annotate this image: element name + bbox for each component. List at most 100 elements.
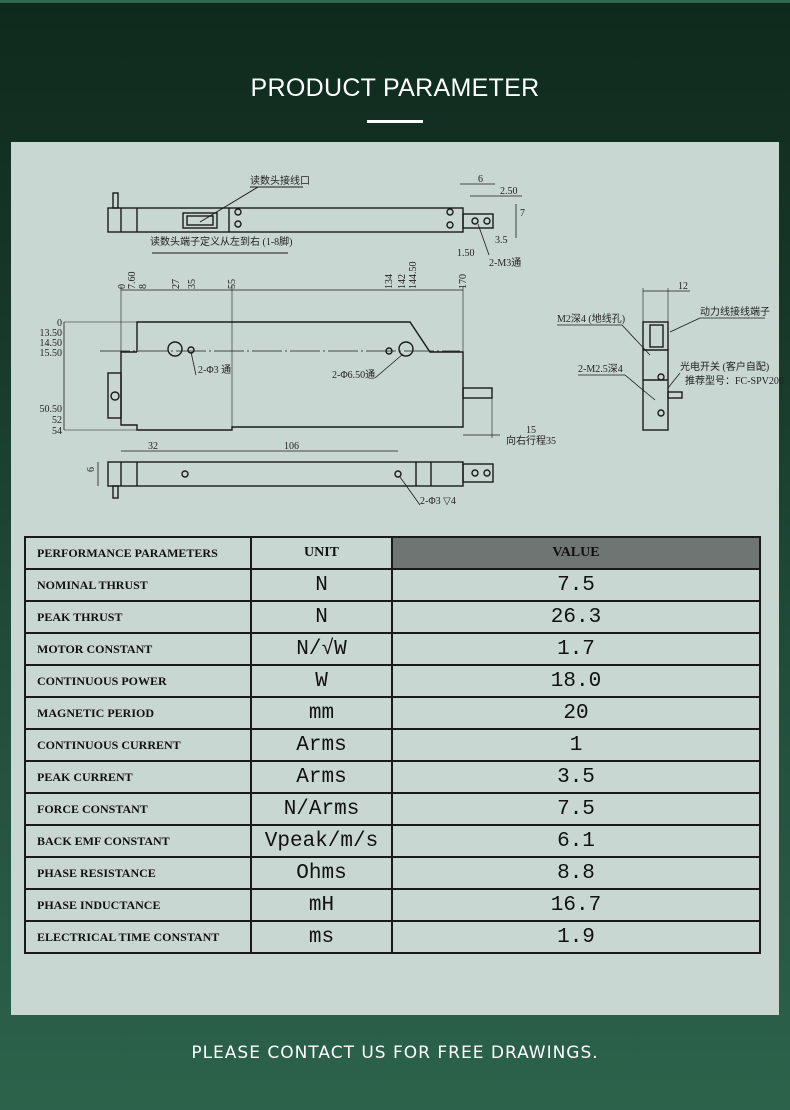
power-terminal-label: 动力线接线端子 — [700, 305, 770, 318]
value-cell: 7.5 — [391, 568, 761, 602]
dim-label: 50.50 — [40, 404, 63, 415]
dim-label: 14.50 — [40, 338, 63, 349]
dim-label: 13.50 — [40, 328, 63, 339]
dim-label: 12 — [678, 281, 688, 292]
dim-label: 3.5 — [495, 235, 508, 246]
bottom-view — [97, 450, 494, 506]
table-header-row: PERFORMANCE PARAMETERS UNIT VALUE — [24, 536, 761, 570]
dim-label: 170 — [458, 274, 469, 289]
dim-label: 32 — [148, 441, 158, 452]
unit-cell: Vpeak/m/s — [250, 824, 393, 858]
front-view — [63, 286, 500, 438]
performance-table: PERFORMANCE PARAMETERS UNIT VALUE NOMINA… — [24, 536, 761, 954]
dim-label: 8 — [138, 284, 149, 289]
dim-label: 144.50 — [408, 262, 419, 290]
param-cell: NOMINAL THRUST — [24, 568, 252, 602]
unit-cell: mH — [250, 888, 393, 922]
unit-cell: N — [250, 568, 393, 602]
mount-holes-label: 2-M2.5深4 — [578, 363, 623, 375]
tab-holes-label: 2-M3通 — [489, 257, 521, 269]
pin-order-label: 读数头端子定义从左到右 (1-8脚) — [150, 235, 293, 248]
dim-label: 7.60 — [127, 272, 138, 290]
value-cell: 20 — [391, 696, 761, 730]
sensor-model-label: 推荐型号：FC-SPV206 — [685, 374, 784, 387]
reader-port-label: 读数头接线口 — [250, 174, 310, 187]
value-cell: 8.8 — [391, 856, 761, 890]
dim-label: 106 — [284, 441, 299, 452]
unit-cell: Ohms — [250, 856, 393, 890]
param-cell: ELECTRICAL TIME CONSTANT — [24, 920, 252, 954]
param-cell: PEAK CURRENT — [24, 760, 252, 794]
dim-label: 52 — [52, 415, 62, 426]
param-cell: BACK EMF CONSTANT — [24, 824, 252, 858]
param-cell: PEAK THRUST — [24, 600, 252, 634]
dim-label: 7 — [520, 208, 525, 219]
value-cell: 1 — [391, 728, 761, 762]
ground-hole-label: M2深4 (地线孔) — [557, 312, 625, 325]
header-value: VALUE — [391, 536, 761, 570]
technical-drawing: 读数头接线口 读数头端子定义从左到右 (1-8脚) 6 2.50 7 3.5 1… — [40, 174, 784, 507]
dim-label: 6 — [86, 467, 97, 472]
param-cell: CONTINUOUS POWER — [24, 664, 252, 698]
header-parameters: PERFORMANCE PARAMETERS — [24, 536, 252, 570]
value-cell: 7.5 — [391, 792, 761, 826]
dim-label: 15.50 — [40, 348, 63, 359]
param-cell: CONTINUOUS CURRENT — [24, 728, 252, 762]
side-view — [557, 288, 765, 431]
value-cell: 6.1 — [391, 824, 761, 858]
top-accent-line — [0, 0, 790, 3]
dim-label: 54 — [52, 426, 62, 437]
stroke-dim: 15 — [526, 425, 536, 436]
param-cell: FORCE CONSTANT — [24, 792, 252, 826]
dim-label: 6 — [478, 174, 483, 185]
bottom-hole-label: 2-Φ3 ▽4 — [420, 496, 456, 507]
unit-cell: W — [250, 664, 393, 698]
dim-label: 2.50 — [500, 186, 518, 197]
unit-cell: N — [250, 600, 393, 634]
value-cell: 26.3 — [391, 600, 761, 634]
page-title: PRODUCT PARAMETER — [250, 74, 540, 102]
value-cell: 1.9 — [391, 920, 761, 954]
param-cell: MAGNETIC PERIOD — [24, 696, 252, 730]
dim-label: 1.50 — [457, 248, 475, 259]
unit-cell: N/√W — [250, 632, 393, 666]
contact-footer: PLEASE CONTACT US FOR FREE DRAWINGS. — [191, 1043, 599, 1063]
top-view — [107, 183, 522, 256]
stroke-label: 向右行程35 — [506, 434, 556, 447]
title-underline — [367, 120, 423, 123]
unit-cell: Arms — [250, 760, 393, 794]
header-unit: UNIT — [250, 536, 393, 570]
value-cell: 18.0 — [391, 664, 761, 698]
dim-label: 35 — [187, 279, 198, 289]
hole-small-label: 2-Φ3 通 — [198, 364, 231, 376]
sensor-label: 光电开关 (客户自配) — [680, 360, 769, 373]
unit-cell: mm — [250, 696, 393, 730]
value-cell: 16.7 — [391, 888, 761, 922]
unit-cell: N/Arms — [250, 792, 393, 826]
dim-label: 55 — [227, 279, 238, 289]
hole-large-label: 2-Φ6.50通 — [332, 369, 375, 381]
value-cell: 1.7 — [391, 632, 761, 666]
dim-label: 134 — [384, 274, 395, 289]
unit-cell: Arms — [250, 728, 393, 762]
param-cell: PHASE RESISTANCE — [24, 856, 252, 890]
dim-label: 27 — [171, 279, 182, 289]
dim-label: 0 — [117, 284, 128, 289]
dim-label: 0 — [57, 318, 62, 329]
dim-label: 142 — [397, 274, 408, 289]
param-cell: PHASE INDUCTANCE — [24, 888, 252, 922]
unit-cell: ms — [250, 920, 393, 954]
param-cell: MOTOR CONSTANT — [24, 632, 252, 666]
